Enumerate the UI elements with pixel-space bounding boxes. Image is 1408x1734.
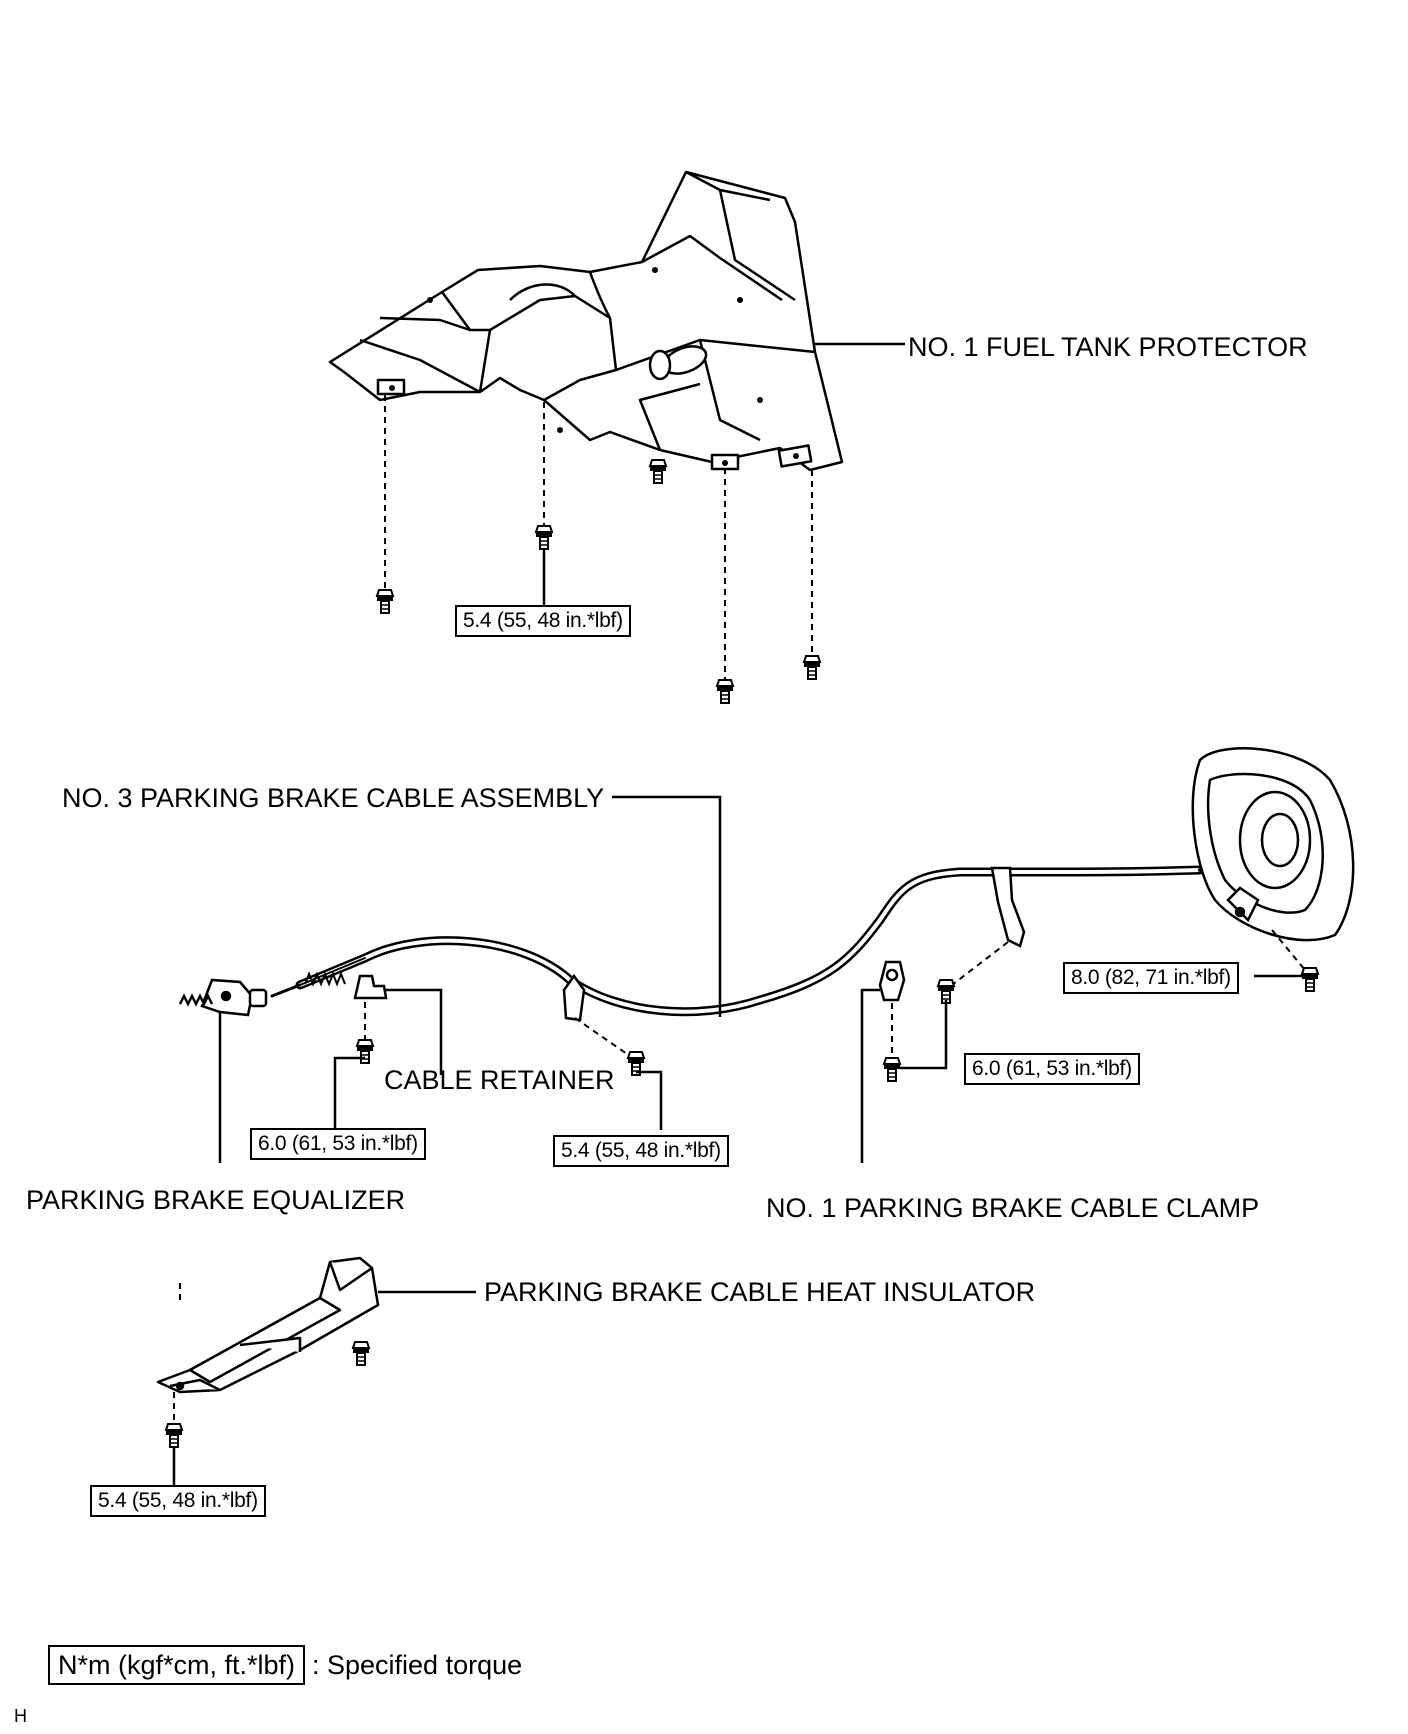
protector-bolt-2 (535, 525, 553, 550)
protector-bolt-3 (649, 459, 667, 484)
cable-leader-lines (218, 795, 1305, 1163)
insulator-nut (165, 1423, 183, 1448)
fuel-tank-protector (328, 170, 844, 472)
torque-cable-retainer: 6.0 (61, 53 in.*lbf) (250, 1128, 426, 1160)
brake-backing-plate (1191, 747, 1355, 942)
legend-unit-box: N*m (kgf*cm, ft.*lbf) (48, 1645, 306, 1685)
legend-description: : Specified torque (312, 1650, 523, 1680)
torque-cable-clamp: 6.0 (61, 53 in.*lbf) (964, 1053, 1140, 1085)
protector-bolt-1 (376, 589, 394, 614)
cable-assembly-label: NO. 3 PARKING BRAKE CABLE ASSEMBLY (62, 783, 605, 813)
protector-bolt-leaders (384, 395, 813, 680)
torque-cable-bracket: 5.4 (55, 48 in.*lbf) (553, 1135, 729, 1167)
cable-retainer (353, 974, 388, 1000)
mid-bracket-bolt (937, 979, 955, 1004)
cable-retainer-label: CABLE RETAINER (384, 1065, 615, 1095)
protector-bolt-4 (716, 679, 734, 704)
cable-clamp (878, 960, 906, 1002)
cable-bracket (562, 973, 586, 1022)
clamp-bolt (883, 1057, 901, 1082)
fuel-tank-protector-label: NO. 1 FUEL TANK PROTECTOR (908, 332, 1308, 362)
cable-bolt-leaders (179, 929, 1306, 1300)
cable-mid-bracket (990, 866, 1026, 948)
protector-bolt-5 (803, 655, 821, 680)
parking-brake-equalizer (178, 978, 268, 1017)
heat-insulator (156, 1256, 380, 1394)
figure-code: H (14, 1706, 27, 1726)
cable-clamp-label: NO. 1 PARKING BRAKE CABLE CLAMP (766, 1193, 1260, 1223)
equalizer-label: PARKING BRAKE EQUALIZER (26, 1185, 406, 1215)
insulator-bolt (352, 1341, 370, 1366)
retainer-bolt (356, 1039, 374, 1064)
backing-plate-bolt (1301, 967, 1319, 992)
torque-backing-plate: 8.0 (82, 71 in.*lbf) (1063, 962, 1239, 994)
heat-insulator-label: PARKING BRAKE CABLE HEAT INSULATOR (484, 1277, 1036, 1307)
torque-fuel-tank-protector: 5.4 (55, 48 in.*lbf) (455, 605, 631, 637)
torque-heat-insulator: 5.4 (55, 48 in.*lbf) (90, 1485, 266, 1517)
